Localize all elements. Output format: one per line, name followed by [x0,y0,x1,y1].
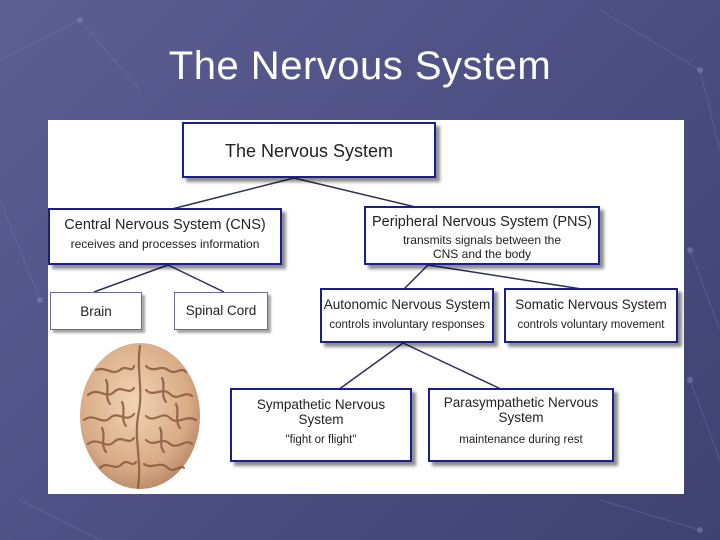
node-sympathetic: Sympathetic Nervous System "fight or fli… [230,388,412,462]
connector-cns-brain [93,264,169,293]
brain-image [80,343,200,490]
node-brain-title: Brain [80,304,112,319]
node-sympathetic-title-line1: Sympathetic Nervous [256,397,386,412]
node-cns-title: Central Nervous System (CNS) [64,217,266,233]
node-spinal-cord: Spinal Cord [174,292,268,330]
node-somatic: Somatic Nervous System controls voluntar… [504,288,678,343]
node-cns-desc: receives and processes information [70,237,260,251]
node-parasympathetic: Parasympathetic Nervous System maintenan… [428,388,614,462]
node-parasympathetic-desc: maintenance during rest [459,434,583,446]
connector-autonomic-parasympathetic [402,342,504,391]
connector-pns-autonomic [402,264,429,291]
node-autonomic: Autonomic Nervous System controls involu… [320,288,494,343]
node-pns: Peripheral Nervous System (PNS) transmit… [364,206,600,265]
node-autonomic-desc: controls involuntary responses [329,319,485,331]
node-pns-desc-line2: CNS and the body [432,247,532,261]
node-sympathetic-title-line2: System [298,412,344,427]
node-sympathetic-desc: "fight or flight" [285,434,357,446]
node-nervous-system-title: The Nervous System [224,141,394,161]
node-pns-desc-line1: transmits signals between the [402,233,562,247]
connector-root-cns [167,177,295,211]
connector-root-pns [293,177,429,211]
node-cns: Central Nervous System (CNS) receives an… [48,208,282,265]
node-brain: Brain [50,292,142,330]
node-parasympathetic-title-line2: System [498,410,544,425]
connector-lines [93,177,589,391]
node-somatic-desc: controls voluntary movement [517,319,665,331]
connector-cns-spinal [167,264,225,293]
node-pns-title: Peripheral Nervous System (PNS) [372,214,592,230]
slide-title: The Nervous System [168,44,552,88]
diagram-panel: The Nervous System Central Nervous Syste… [48,120,684,494]
node-spinal-cord-title: Spinal Cord [185,303,257,318]
node-autonomic-title: Autonomic Nervous System [323,297,491,312]
connector-autonomic-sympathetic [337,342,404,391]
node-somatic-title: Somatic Nervous System [515,297,667,312]
node-parasympathetic-title-line1: Parasympathetic Nervous [443,395,599,410]
node-nervous-system: The Nervous System [182,122,436,178]
connector-pns-somatic [427,264,589,291]
